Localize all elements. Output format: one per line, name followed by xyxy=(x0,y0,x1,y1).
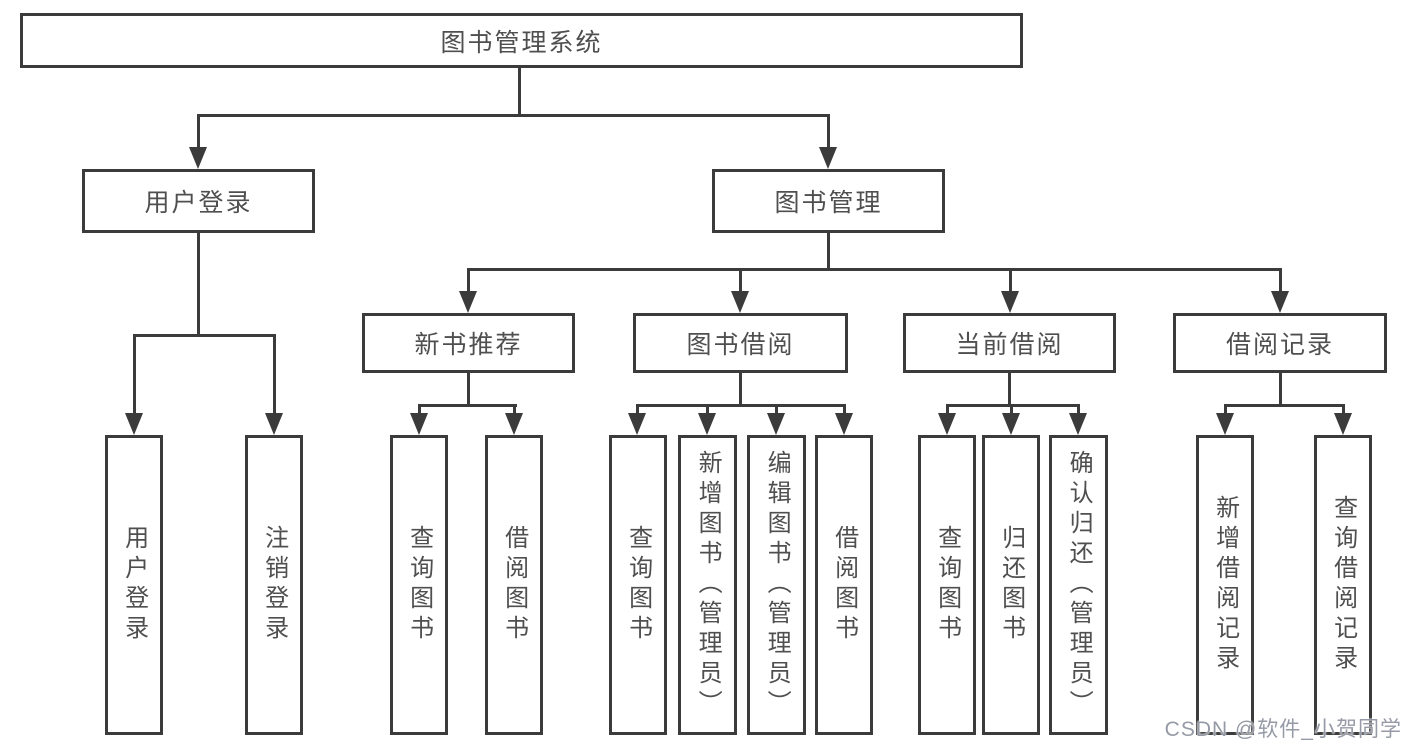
connector-new-book-crossbar xyxy=(418,404,517,407)
connector-br-leaf1-stem xyxy=(1224,404,1227,416)
connector-to-book-borrowing-stem xyxy=(739,268,742,291)
leaf-nb-query-books: 查询图书 xyxy=(390,435,448,735)
node-borrowing-records: 借阅记录 xyxy=(1173,313,1387,373)
connector-cb-leaf2-stem xyxy=(1010,404,1013,416)
node-user-login-label: 用户登录 xyxy=(144,189,253,217)
arrowhead-leaf-login xyxy=(125,413,143,435)
leaf-cb-return-books-label: 归还图书 xyxy=(997,525,1025,645)
leaf-user-login-label: 用户登录 xyxy=(120,525,148,645)
connector-br-stem xyxy=(1279,373,1282,407)
node-book-borrowing: 图书借阅 xyxy=(633,313,848,373)
leaf-br-add-record-label: 新增借阅记录 xyxy=(1211,495,1239,675)
connector-nb-leaf2-stem xyxy=(513,404,516,416)
leaf-cb-query-books: 查询图书 xyxy=(918,435,976,735)
connector-to-current-borrowing-stem xyxy=(1009,268,1012,291)
node-new-book-recommend: 新书推荐 xyxy=(362,313,575,373)
connector-cb-stem xyxy=(1008,373,1011,407)
connector-to-new-book-stem xyxy=(467,268,470,291)
leaf-br-add-record: 新增借阅记录 xyxy=(1196,435,1254,735)
arrowhead-cb-leaf2 xyxy=(1002,413,1020,435)
connector-root-stem xyxy=(518,68,521,117)
connector-bb-leaf4-stem xyxy=(843,404,846,416)
arrowhead-nb-leaf1 xyxy=(410,413,428,435)
node-root-label: 图书管理系统 xyxy=(440,28,603,57)
connector-to-borrowing-records-stem xyxy=(1279,268,1282,291)
leaf-nb-query-books-label: 查询图书 xyxy=(405,525,433,645)
arrowhead-new-book xyxy=(459,291,477,313)
connector-to-book-management-stem xyxy=(827,114,830,148)
leaf-cb-confirm-return-admin-label: 确认归还（管理员） xyxy=(1065,450,1093,720)
node-root: 图书管理系统 xyxy=(20,13,1023,68)
leaf-bb-borrow-books-label: 借阅图书 xyxy=(830,525,858,645)
arrowhead-bb-leaf1 xyxy=(628,413,646,435)
connector-bb-crossbar xyxy=(636,404,846,407)
leaf-bb-edit-book-admin-label: 编辑图书（管理员） xyxy=(763,450,791,720)
leaf-br-query-record-label: 查询借阅记录 xyxy=(1329,495,1357,675)
arrowhead-bb-leaf3 xyxy=(767,413,785,435)
leaf-logout-login-label: 注销登录 xyxy=(260,525,288,645)
csdn-watermark: CSDN @软件_小贺同学 xyxy=(1164,718,1402,741)
connector-new-book-stem xyxy=(467,373,470,407)
leaf-user-login: 用户登录 xyxy=(105,435,163,735)
connector-bb-stem xyxy=(739,373,742,407)
connector-bb-leaf2-stem xyxy=(706,404,709,416)
connector-bb-leaf1-stem xyxy=(636,404,639,416)
leaf-br-query-record: 查询借阅记录 xyxy=(1314,435,1372,735)
arrowhead-book-borrowing xyxy=(731,291,749,313)
arrowhead-cb-leaf3 xyxy=(1069,413,1087,435)
leaf-bb-borrow-books: 借阅图书 xyxy=(815,435,873,735)
arrowhead-br-leaf2 xyxy=(1334,413,1352,435)
connector-nb-leaf1-stem xyxy=(418,404,421,416)
node-user-login: 用户登录 xyxy=(82,169,315,233)
leaf-cb-query-books-label: 查询图书 xyxy=(933,525,961,645)
leaf-cb-confirm-return-admin: 确认归还（管理员） xyxy=(1049,435,1108,735)
connector-cb-crossbar xyxy=(946,404,1080,407)
node-book-management-label: 图书管理 xyxy=(774,189,883,217)
node-borrowing-records-label: 借阅记录 xyxy=(1225,331,1334,359)
leaf-nb-borrow-books-label: 借阅图书 xyxy=(500,525,528,645)
arrowhead-br-leaf1 xyxy=(1216,413,1234,435)
connector-book-management-stem xyxy=(827,233,830,271)
node-new-book-recommend-label: 新书推荐 xyxy=(414,331,523,359)
arrowhead-cb-leaf1 xyxy=(938,413,956,435)
leaf-bb-add-book-admin: 新增图书（管理员） xyxy=(678,435,737,735)
connector-br-crossbar xyxy=(1224,404,1345,407)
arrowhead-bb-leaf2 xyxy=(698,413,716,435)
connector-br-leaf2-stem xyxy=(1342,404,1345,416)
arrowhead-nb-leaf2 xyxy=(505,413,523,435)
arrowhead-bb-leaf4 xyxy=(835,413,853,435)
arrowhead-leaf-logout xyxy=(265,413,283,435)
leaf-bb-query-books: 查询图书 xyxy=(609,435,667,735)
leaf-cb-return-books: 归还图书 xyxy=(982,435,1040,735)
leaf-bb-add-book-admin-label: 新增图书（管理员） xyxy=(694,450,722,720)
connector-bb-leaf3-stem xyxy=(775,404,778,416)
arrowhead-user-login xyxy=(189,147,207,169)
arrowhead-book-management xyxy=(819,147,837,169)
node-book-management: 图书管理 xyxy=(712,169,945,233)
connector-to-user-login-stem xyxy=(197,114,200,148)
arrowhead-borrowing-records xyxy=(1271,291,1289,313)
leaf-bb-query-books-label: 查询图书 xyxy=(624,525,652,645)
connector-user-login-stem xyxy=(197,233,200,337)
node-book-borrowing-label: 图书借阅 xyxy=(686,331,795,359)
connector-leaf-logout-stem xyxy=(273,334,276,414)
arrowhead-current-borrowing xyxy=(1001,291,1019,313)
connector-book-management-crossbar xyxy=(467,268,1282,271)
connector-user-login-crossbar xyxy=(133,334,276,337)
connector-leaf-login-stem xyxy=(133,334,136,414)
node-current-borrowing: 当前借阅 xyxy=(903,313,1116,373)
leaf-nb-borrow-books: 借阅图书 xyxy=(485,435,543,735)
leaf-bb-edit-book-admin: 编辑图书（管理员） xyxy=(747,435,806,735)
connector-cb-leaf3-stem xyxy=(1077,404,1080,416)
leaf-logout-login: 注销登录 xyxy=(245,435,303,735)
connector-cb-leaf1-stem xyxy=(946,404,949,416)
connector-root-crossbar xyxy=(197,114,830,117)
node-current-borrowing-label: 当前借阅 xyxy=(955,331,1064,359)
